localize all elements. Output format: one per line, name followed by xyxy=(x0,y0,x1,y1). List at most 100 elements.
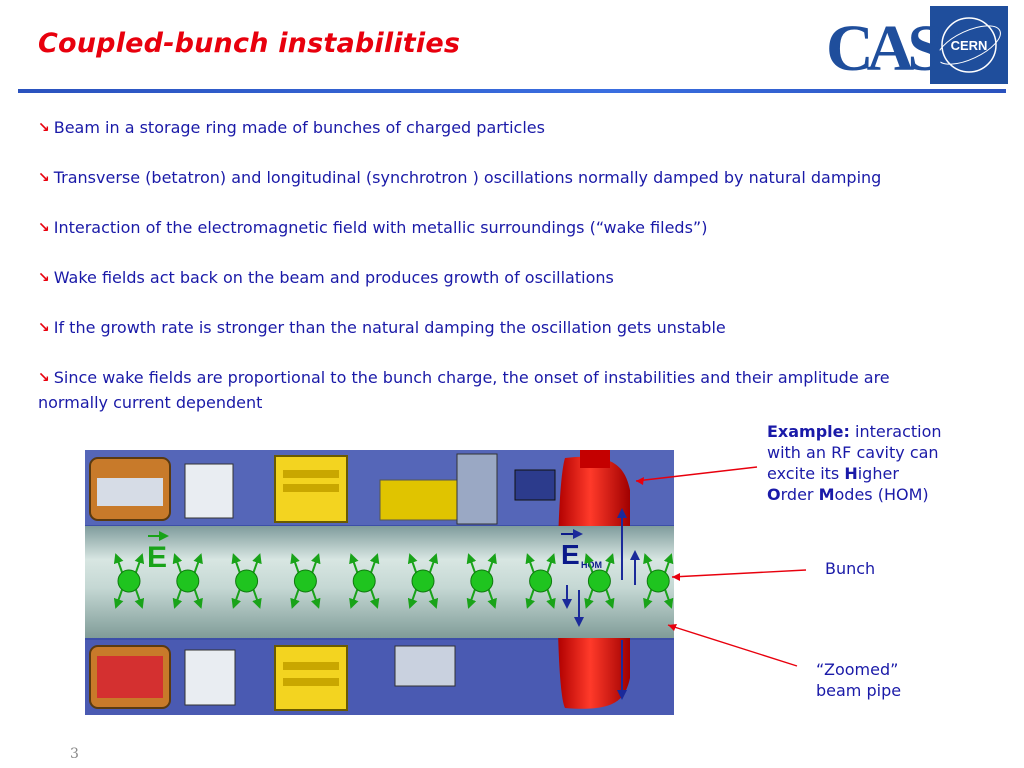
bunch xyxy=(466,553,497,609)
zoomed-line1: “Zoomed” xyxy=(816,660,899,679)
field-arrow xyxy=(604,586,615,609)
field-arrow xyxy=(466,586,477,609)
field-arrow xyxy=(310,586,321,609)
field-arrow xyxy=(192,586,203,609)
example-h: H xyxy=(844,464,858,483)
cern-badge-text: CERN xyxy=(951,38,988,53)
field-arrow xyxy=(584,553,595,576)
example-annotation: Example: interaction with an RF cavity c… xyxy=(767,421,977,505)
field-arrow xyxy=(407,553,418,576)
beam-pipe xyxy=(85,526,674,638)
field-arrow xyxy=(486,553,497,576)
field-arrow xyxy=(349,553,360,576)
field-arrow xyxy=(113,586,124,609)
bunch xyxy=(407,553,439,609)
bunch-particle xyxy=(235,569,259,593)
red-diagonal-arrow-icon: ↘ xyxy=(38,120,50,136)
title-divider xyxy=(18,89,1006,93)
field-arrow xyxy=(192,553,203,576)
cas-logo-text: CAS xyxy=(826,12,941,84)
field-arrow xyxy=(172,586,183,609)
bunch-label: Bunch xyxy=(825,559,876,578)
bullet-text: If the growth rate is stronger than the … xyxy=(53,318,726,337)
field-arrow xyxy=(663,586,674,609)
example-line4-b: odes (HOM) xyxy=(834,485,929,504)
red-diagonal-arrow-icon: ↘ xyxy=(38,270,50,286)
bullet-item: ↘Wake fields act back on the beam and pr… xyxy=(38,266,938,291)
red-diagonal-arrow-icon: ↘ xyxy=(38,170,50,186)
bunch xyxy=(113,553,145,609)
hom-field-label: E xyxy=(561,539,580,570)
field-label-e: E xyxy=(147,541,167,574)
field-arrow xyxy=(466,553,477,576)
bunch xyxy=(643,553,674,609)
bunch-particle xyxy=(470,569,494,593)
field-arrow xyxy=(369,586,380,609)
bunch-particle xyxy=(117,569,141,593)
bullet-item: ↘Since wake fields are proportional to t… xyxy=(38,366,938,414)
field-arrow xyxy=(545,553,556,576)
example-m: M xyxy=(818,485,835,504)
field-arrow xyxy=(428,586,439,609)
field-arrow xyxy=(525,553,536,576)
upper-magnets xyxy=(89,453,556,525)
bunch xyxy=(172,553,203,609)
bullet-item: ↘Interaction of the electromagnetic fiel… xyxy=(38,216,938,241)
bunch xyxy=(231,553,262,609)
field-arrow xyxy=(584,586,595,609)
bunch xyxy=(290,553,321,609)
red-diagonal-arrow-icon: ↘ xyxy=(38,320,50,336)
bunch-particle xyxy=(646,569,670,593)
slide-title: Coupled-bunch instabilities xyxy=(38,28,461,59)
field-arrow xyxy=(663,553,674,576)
field-arrow xyxy=(251,586,262,609)
field-arrow xyxy=(231,553,242,576)
bullet-item: ↘Beam in a storage ring made of bunches … xyxy=(38,116,938,141)
example-line3-post: igher xyxy=(857,464,899,483)
bunch xyxy=(525,553,556,609)
bunch xyxy=(584,553,615,609)
field-arrow xyxy=(134,553,145,576)
field-arrow xyxy=(290,586,301,609)
field-arrow xyxy=(643,553,654,576)
hom-subscript: HOM xyxy=(581,560,602,570)
bullet-item: ↘If the growth rate is stronger than the… xyxy=(38,316,938,341)
bullet-text: Beam in a storage ring made of bunches o… xyxy=(53,118,545,137)
bullet-text: Transverse (betatron) and longitudinal (… xyxy=(53,168,882,187)
bunch xyxy=(349,553,380,609)
field-arrow xyxy=(113,553,124,576)
example-line3-pre: excite its xyxy=(767,464,845,483)
bunch-particle xyxy=(587,569,611,593)
field-arrow xyxy=(310,553,321,576)
example-line2: with an RF cavity can xyxy=(767,443,939,462)
field-arrow xyxy=(643,586,654,609)
field-arrow xyxy=(369,553,380,576)
red-diagonal-arrow-icon: ↘ xyxy=(38,220,50,236)
example-bold: Example: xyxy=(767,422,850,441)
bullet-text: Wake fields act back on the beam and pro… xyxy=(53,268,614,287)
example-o: O xyxy=(767,485,781,504)
bunch-particle xyxy=(352,569,376,593)
page-number: 3 xyxy=(70,746,79,762)
field-arrow xyxy=(231,586,242,609)
example-line1: interaction xyxy=(849,422,942,441)
field-arrow xyxy=(407,586,418,609)
bullet-list: ↘Beam in a storage ring made of bunches … xyxy=(38,116,938,439)
bunch-group xyxy=(113,553,674,609)
field-arrow xyxy=(251,553,262,576)
red-diagonal-arrow-icon: ↘ xyxy=(38,370,50,386)
example-line4-a: rder xyxy=(780,485,819,504)
field-arrow xyxy=(604,553,615,576)
bunch-particle xyxy=(529,569,553,593)
field-arrow xyxy=(290,553,301,576)
cas-cern-logo: CERN CAS xyxy=(826,6,1008,84)
zoomed-pipe-label: “Zoomed” beam pipe xyxy=(816,659,901,701)
field-arrow xyxy=(525,586,536,609)
bullet-text: Since wake fields are proportional to th… xyxy=(38,368,890,412)
field-arrow xyxy=(134,586,145,609)
bunch-particle xyxy=(293,569,317,593)
field-arrow xyxy=(172,553,183,576)
field-arrow xyxy=(486,586,497,609)
beam-pipe-figure: E E HOM xyxy=(85,450,674,715)
zoomed-line2: beam pipe xyxy=(816,681,902,700)
